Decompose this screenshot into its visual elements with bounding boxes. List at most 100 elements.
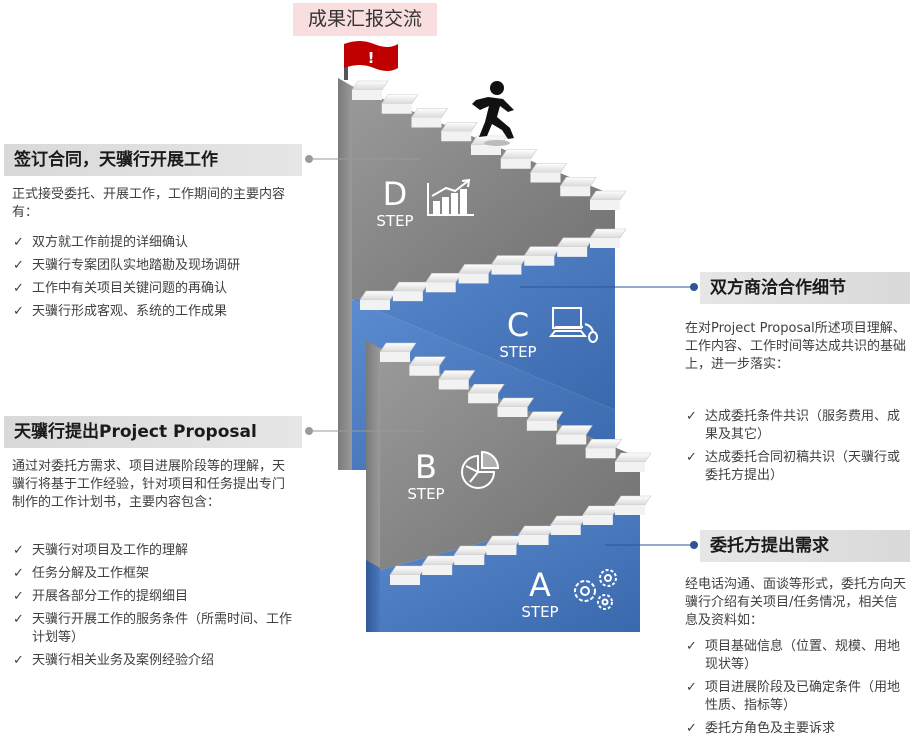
check-icon: ✓ bbox=[686, 721, 697, 736]
stair-tread bbox=[526, 411, 564, 422]
panel-b-intro: 通过对委托方需求、项目进展阶段等的理解，天骥行将基于工作经验，针对项目和任务提出… bbox=[12, 459, 286, 510]
step-d-label: D STEP bbox=[376, 175, 413, 230]
stair-riser bbox=[582, 515, 613, 525]
stair-tread bbox=[440, 121, 478, 132]
connector-a bbox=[605, 541, 698, 549]
runner-figure bbox=[472, 81, 514, 139]
stair-riser bbox=[352, 90, 382, 100]
stair-tread bbox=[500, 149, 538, 160]
panel-b-title: 天骥行提出Project Proposal bbox=[4, 416, 302, 448]
stair-riser bbox=[409, 365, 440, 376]
stair-tread bbox=[559, 176, 597, 187]
stair-riser bbox=[518, 535, 549, 545]
step-a-label: A STEP bbox=[521, 566, 558, 621]
stair-riser bbox=[425, 282, 456, 293]
stair-tread bbox=[589, 190, 627, 201]
stair-tread bbox=[556, 237, 594, 248]
stair-tread bbox=[529, 163, 568, 173]
list-item-text: 双方就工作前提的详细确认 bbox=[32, 235, 189, 250]
list-item: ✓ 开展各部分工作的提纲细目 bbox=[10, 588, 295, 606]
stair-riser bbox=[422, 565, 453, 575]
stair-riser bbox=[360, 300, 390, 310]
stair-tread bbox=[351, 80, 389, 91]
stair-riser bbox=[471, 145, 501, 155]
svg-text:D: D bbox=[383, 175, 408, 213]
check-icon: ✓ bbox=[13, 281, 24, 296]
connector-d bbox=[305, 155, 420, 163]
stair-tread bbox=[555, 425, 593, 435]
stair-tread bbox=[379, 342, 417, 353]
check-icon: ✓ bbox=[13, 589, 24, 604]
pie-chart-icon bbox=[461, 450, 500, 489]
stair-tread bbox=[589, 228, 627, 239]
stair-tread bbox=[585, 438, 623, 449]
computer-icon bbox=[548, 307, 598, 343]
stair-tread bbox=[389, 565, 427, 576]
stair-tread bbox=[614, 452, 652, 463]
growth-chart-icon bbox=[427, 178, 474, 216]
check-icon: ✓ bbox=[13, 235, 24, 250]
stair-tread bbox=[496, 397, 535, 408]
list-item: ✓天骥行对项目及工作的理解 bbox=[10, 542, 295, 560]
stair-tread bbox=[523, 246, 561, 257]
check-icon: ✓ bbox=[13, 612, 24, 627]
list-item-text: 达成委托合同初稿共识（天骥行或委托方提出） bbox=[705, 450, 901, 483]
flag-icon: ! bbox=[344, 41, 398, 80]
svg-text:C: C bbox=[507, 306, 529, 344]
panel-a-intro: 经电话沟通、面谈等形式，委托方向天骥行介绍有关项目/任务情况，相关信息及资料如： bbox=[685, 577, 907, 628]
stair-tread bbox=[381, 94, 419, 105]
stair-riser bbox=[560, 186, 591, 197]
check-icon: ✓ bbox=[13, 653, 24, 668]
stair-tread bbox=[614, 495, 652, 506]
stair-riser bbox=[530, 172, 561, 183]
panel-a-list: ✓ 项目基础信息（位置、规模、用地现状等） ✓项目进展阶段及已确定条件（用地性质、指… bbox=[683, 638, 908, 743]
list-item: ✓ 天骥行开展工作的服务条件（所需时间、工作计划等） bbox=[10, 611, 295, 647]
check-icon: ✓ bbox=[686, 450, 697, 465]
stair-riser bbox=[381, 103, 412, 114]
stair-riser bbox=[454, 555, 485, 565]
stair-riser bbox=[590, 238, 620, 248]
page-title: 成果汇报交流 bbox=[293, 3, 437, 36]
lower-blue-side bbox=[366, 560, 380, 632]
list-item: ✓项目进展阶段及已确定条件（用地性质、指标等） bbox=[683, 679, 908, 715]
list-item: ✓ 双方就工作前提的详细确认 bbox=[10, 234, 305, 252]
list-item: ✓ 天骥行相关业务及案例经验介绍 bbox=[10, 652, 295, 670]
panel-c-list: ✓达成委托条件共识（服务费用、成果及其它） ✓ 达成委托合同初稿共识（天骥行或委托方… bbox=[683, 408, 908, 490]
list-item-text: 天骥行专案团队实地踏勘及现场调研 bbox=[32, 258, 241, 273]
panel-d-title: 签订合同，天骥行开展工作 bbox=[4, 144, 302, 176]
step-b-label: B STEP bbox=[407, 448, 444, 503]
list-item-text: 项目基础信息（位置、规模、用地现状等） bbox=[705, 639, 901, 672]
stair-treads bbox=[351, 80, 652, 585]
runner-shadow bbox=[484, 140, 510, 146]
list-item: ✓ 任务分解及工作框架 bbox=[10, 565, 295, 583]
check-icon: ✓ bbox=[13, 566, 24, 581]
list-item: ✓达成委托条件共识（服务费用、成果及其它） bbox=[683, 408, 908, 444]
stair-riser bbox=[615, 462, 645, 472]
list-item-text: 天骥行开展工作的服务条件（所需时间、工作计划等） bbox=[32, 612, 293, 645]
stair-tread bbox=[453, 545, 491, 556]
stair-riser bbox=[491, 264, 522, 275]
stair-tread bbox=[410, 108, 449, 118]
stair-tread bbox=[458, 264, 496, 274]
check-icon: ✓ bbox=[13, 304, 24, 319]
stair-riser bbox=[500, 158, 531, 169]
list-item-text: 开展各部分工作的提纲细目 bbox=[32, 589, 189, 604]
list-item-text: 任务分解及工作框架 bbox=[32, 566, 150, 581]
connector-c bbox=[520, 283, 698, 291]
stair-riser bbox=[458, 273, 489, 284]
list-item-text: 天骥行相关业务及案例经验介绍 bbox=[32, 653, 215, 668]
panel-b-list: ✓天骥行对项目及工作的理解 ✓ 任务分解及工作框架 ✓ 开展各部分工作的提纲细目 ✓ 天骥行… bbox=[10, 542, 295, 675]
stair-riser bbox=[441, 131, 472, 142]
stair-tread bbox=[550, 515, 588, 526]
stair-riser bbox=[468, 393, 499, 404]
step-c-label: C STEP bbox=[499, 306, 536, 361]
stair-riser bbox=[556, 434, 587, 445]
panel-d-list: ✓双方就工作前提的详细确认✓天骥行专案团队实地踏勘及现场调研✓工作中有关项目关键… bbox=[10, 234, 305, 326]
gears-icon bbox=[574, 569, 617, 610]
svg-text:STEP: STEP bbox=[376, 212, 413, 230]
stair-riser bbox=[615, 505, 645, 515]
list-item: ✓天骥行专案团队实地踏勘及现场调研 bbox=[10, 257, 305, 275]
svg-text:STEP: STEP bbox=[499, 343, 536, 361]
svg-text:B: B bbox=[415, 448, 437, 486]
stair-riser bbox=[557, 246, 588, 257]
